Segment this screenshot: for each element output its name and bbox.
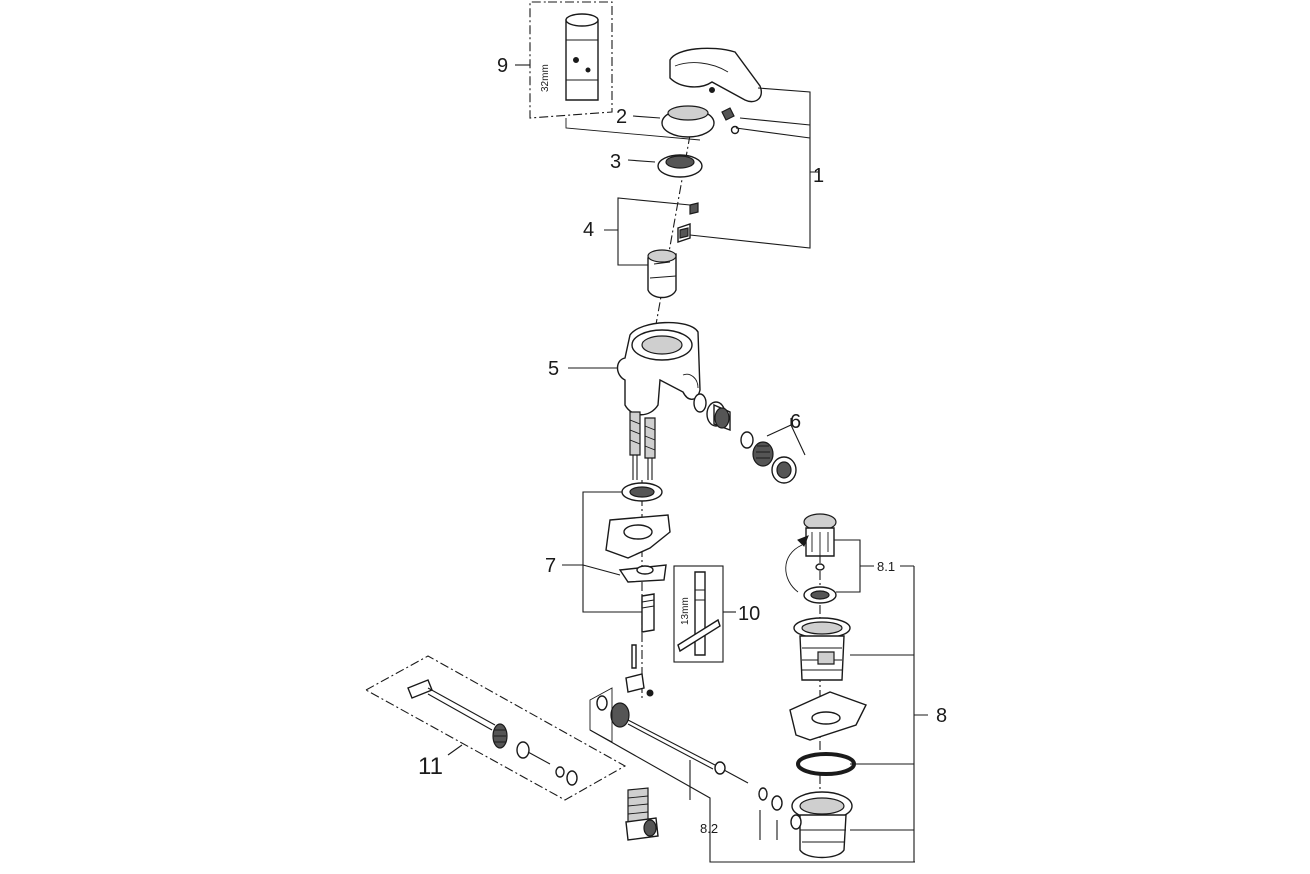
tool-10-size-label: 13mm — [680, 597, 691, 625]
callout-8: 8 — [936, 705, 947, 727]
inlet-hose — [625, 787, 659, 841]
callout-11: 11 — [418, 753, 443, 780]
lever-handle: 1 — [669, 47, 824, 249]
aerator-group: 6 — [693, 393, 806, 484]
tool-9-size-label: 32mm — [540, 64, 551, 92]
callout-7-bracket — [562, 491, 642, 613]
cartridge-group: 4 — [583, 197, 699, 299]
cap-ring: 2 — [616, 105, 715, 138]
tool-13mm-group: 13mm 10 — [673, 565, 760, 663]
callout-8-1: 8.1 — [877, 559, 895, 574]
callout-8-bracket — [850, 566, 928, 862]
callout-10: 10 — [738, 603, 760, 625]
callout-4: 4 — [583, 219, 594, 241]
callout-1: 1 — [813, 165, 824, 187]
tool-10-frame — [673, 565, 724, 663]
callout-5: 5 — [548, 358, 559, 380]
callout-3: 3 — [610, 151, 621, 173]
callout-1-leader — [689, 87, 818, 249]
threaded-ring: 3 — [610, 151, 703, 178]
drain-set-group: 8.1 8 — [785, 513, 947, 862]
callout-2: 2 — [616, 106, 627, 128]
tool-9-frame — [529, 1, 613, 119]
extension-set-group: 11 — [364, 655, 627, 801]
callout-7: 7 — [545, 555, 556, 577]
callout-4-bracket — [604, 197, 691, 266]
mounting-set: 7 — [545, 482, 671, 633]
callout-6-leader — [766, 418, 806, 456]
popup-rod-group: 8.2 — [589, 644, 915, 863]
tool-9-body — [565, 19, 599, 101]
mixer-body: 5 — [548, 321, 701, 416]
tool-32mm-group: 32mm 9 — [497, 1, 701, 141]
callout-9: 9 — [497, 55, 508, 77]
callout-8-2: 8.2 — [700, 821, 718, 836]
extension-set-frame — [364, 655, 627, 801]
flex-hoses — [629, 411, 656, 480]
callout-6: 6 — [790, 411, 801, 433]
